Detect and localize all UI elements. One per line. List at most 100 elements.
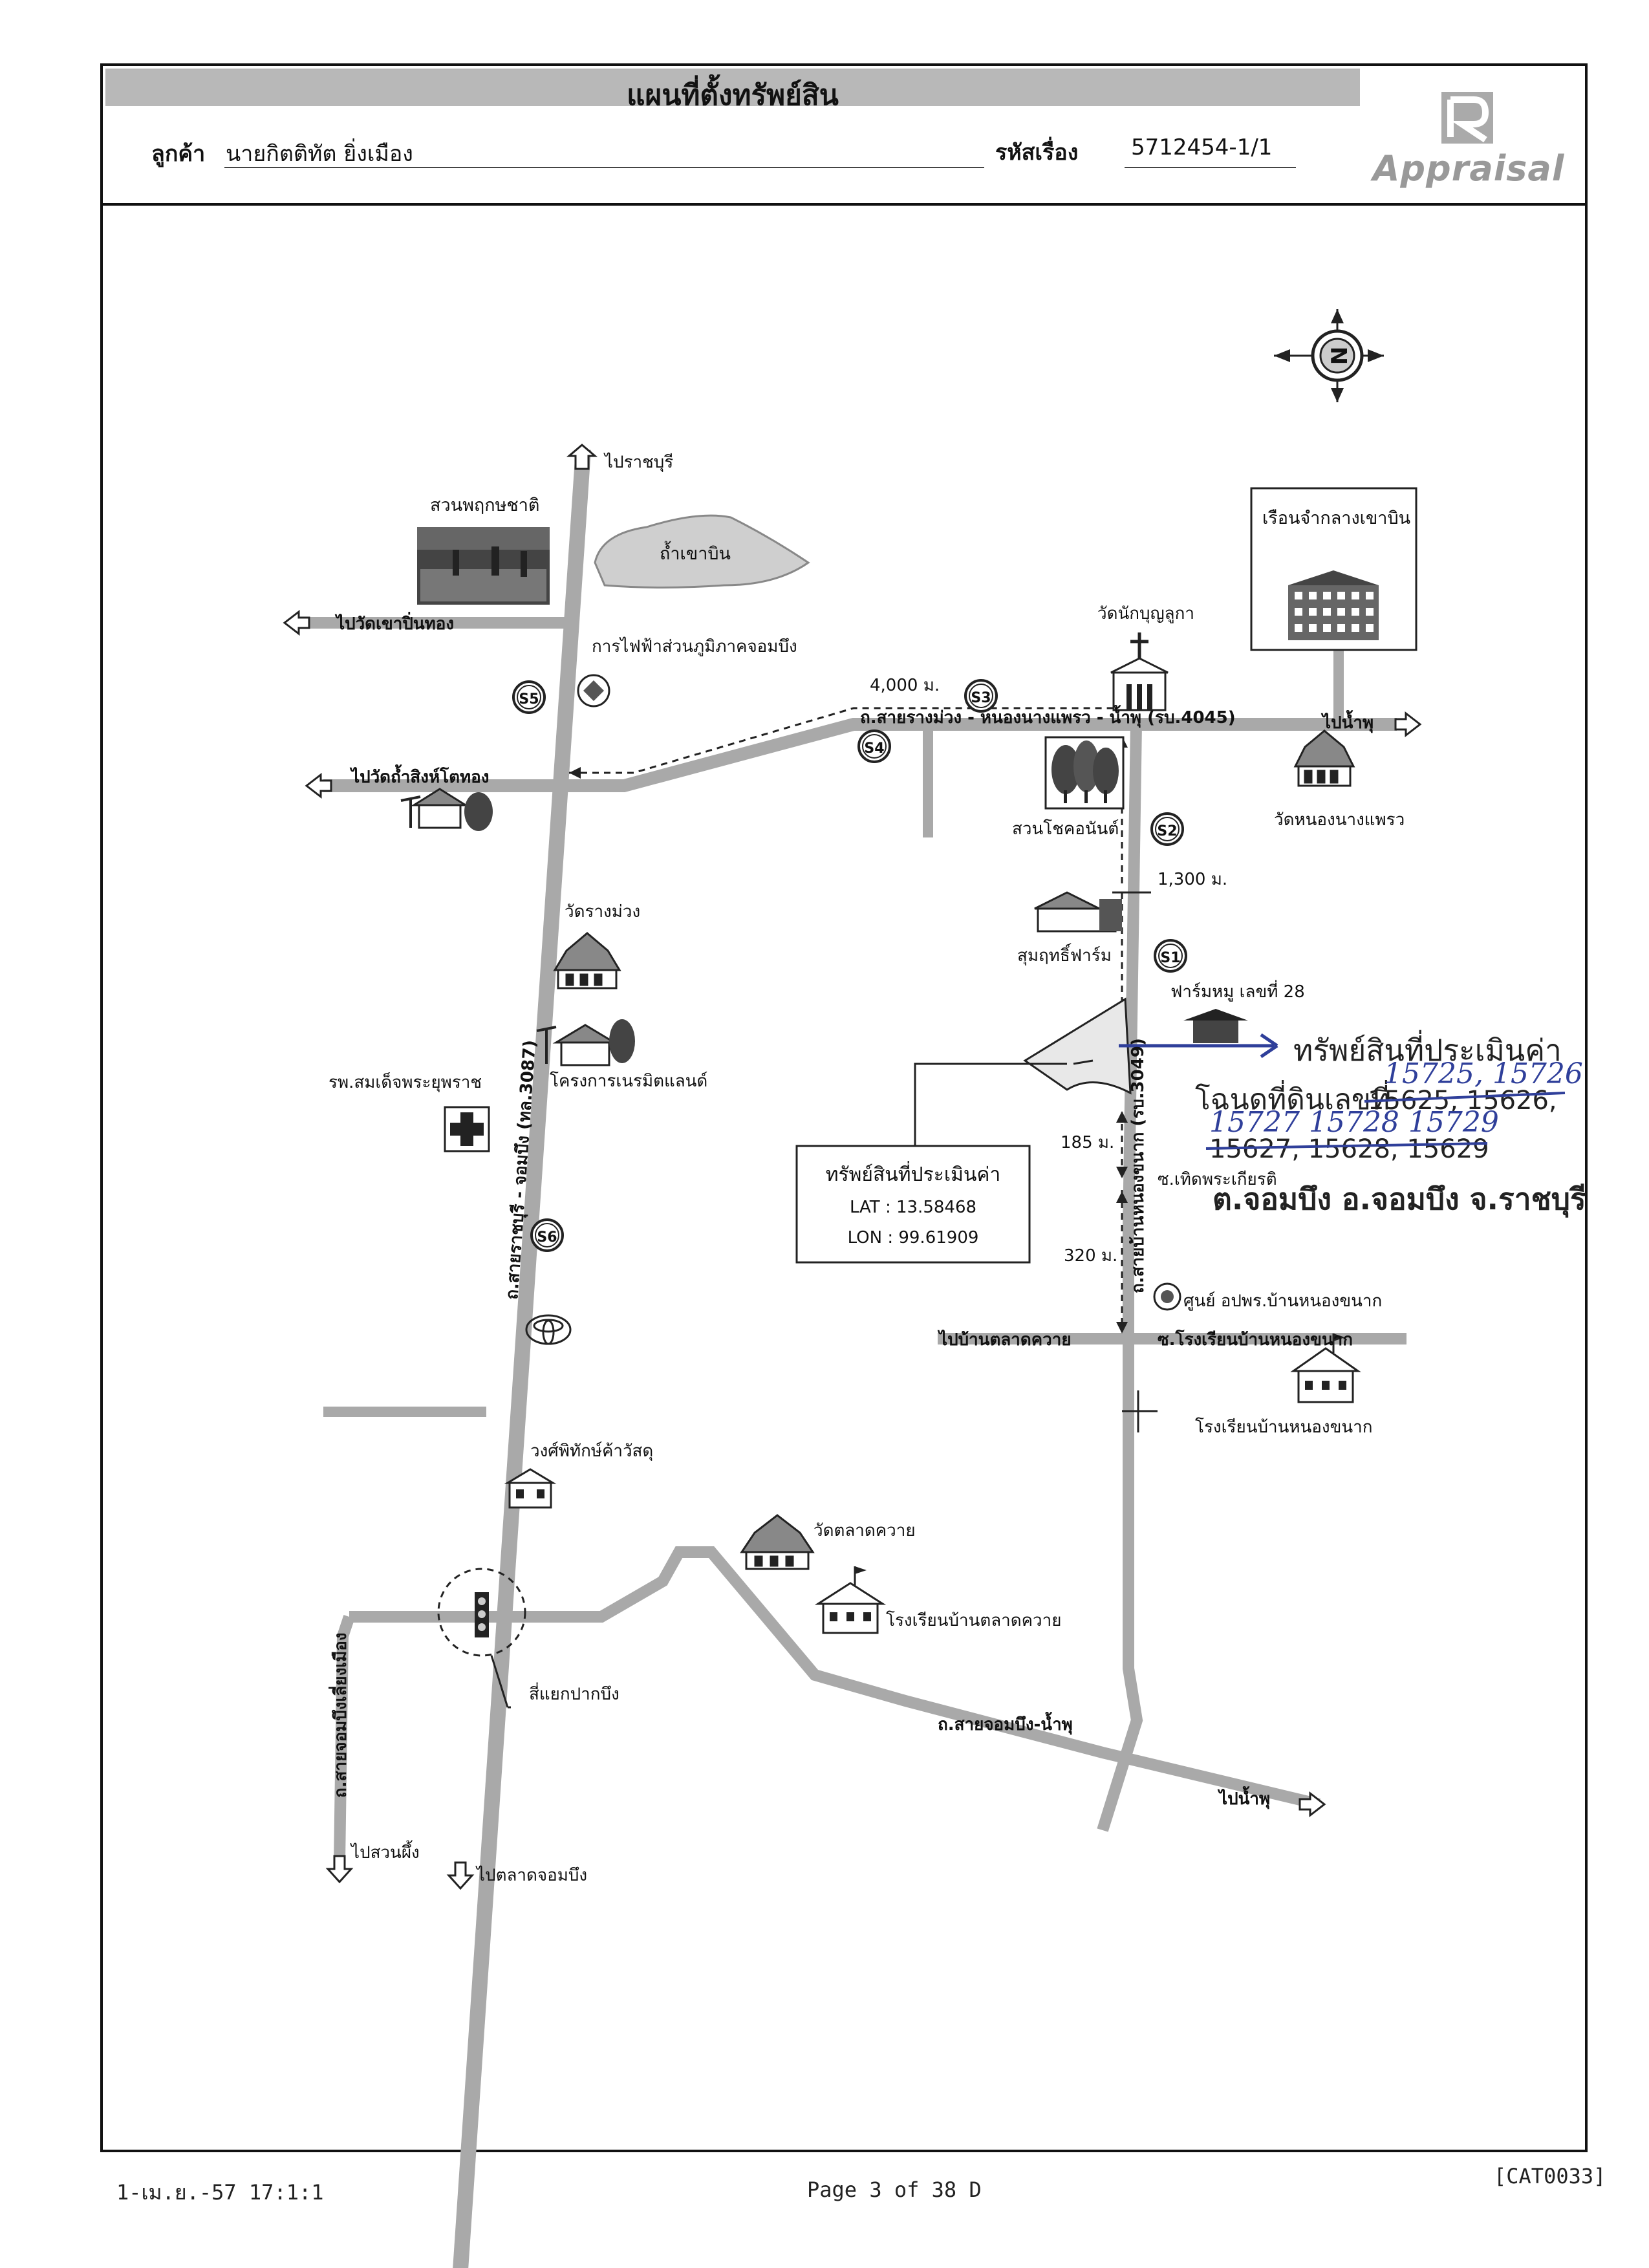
handwritten-deed-1: 15725, 15726	[1384, 1057, 1583, 1090]
label-tham-khao-bin: ถ้ำเขาบิน	[660, 541, 731, 564]
annotation-location: ต.จอมบึง อ.จอมบึง จ.ราชบุรี	[1212, 1182, 1586, 1218]
school-icon	[1290, 1334, 1361, 1403]
annotation-deed-label: โฉนดที่ดินเลขที่	[1195, 1079, 1390, 1116]
pig-farm-icon	[1183, 1009, 1248, 1043]
distance-ticks	[1112, 891, 1158, 1432]
svg-text:S2: S2	[1157, 823, 1177, 839]
property-box-title: ทรัพย์สินที่ประเมินค่า	[826, 1161, 1001, 1186]
arrow-up-icon	[566, 444, 598, 470]
toyota-logo-icon	[525, 1314, 572, 1345]
svg-text:S3: S3	[971, 690, 991, 706]
property-info-box	[795, 1063, 1067, 1264]
title-bar: แผนที่ตั้งทรัพย์สิน	[105, 69, 1360, 112]
road-chom-bueng-kiang	[334, 1615, 355, 1863]
marker-s1: S1	[1154, 939, 1187, 973]
pea-logo-icon	[577, 674, 610, 707]
label-sumrit-farm: สุมฤทธิ์ฟาร์ม	[1017, 943, 1112, 966]
strike-line	[1205, 1142, 1488, 1150]
customer-name: นายกิตติทัต ยิ่งเมือง	[226, 141, 413, 167]
arrow-right-icon	[1299, 1791, 1326, 1818]
cave-khao-bin-shape	[594, 514, 810, 589]
property-box-lon: LON : 99.61909	[848, 1228, 979, 1247]
property-box-lat: LAT : 13.58468	[850, 1198, 976, 1217]
marker-s4: S4	[857, 729, 891, 763]
strike-line	[1364, 1092, 1566, 1103]
road-to-wat-tham-sing-to	[323, 718, 1397, 792]
customer-underline	[224, 167, 984, 168]
label-school-talat-khwai: โรงเรียนบ้านตลาดควาย	[886, 1610, 1062, 1630]
label-to-wat-khao-pin-thong: ไปวัดเขาปิ่นทอง	[334, 611, 454, 634]
resort-icon	[536, 1019, 635, 1066]
appraisal-logo: Appraisal	[1365, 79, 1572, 195]
label-wongsa-store: วงศ์พิทักษ์ค้าวัสดุ	[530, 1442, 653, 1461]
label-to-talat-chom-bueng: ไปตลาดจอมบึง	[475, 1865, 587, 1885]
label-road-chom-bueng-kiang: ถ.สายจอมบึงเลี่ยงเมือง	[328, 1632, 350, 1798]
customer-label: ลูกค้า	[151, 141, 206, 167]
label-soi-poed-phra-kiat: ซ.เทิดพระเกียรติ	[1158, 1170, 1277, 1189]
label-khao-bin-prison: เรือนจำกลางเขาบิน	[1262, 508, 1410, 528]
label-pak-bueng-junction: สี่แยกปากบึง	[529, 1682, 620, 1704]
footer-page: Page 3 of 38 D	[807, 2177, 982, 2202]
label-to-nam-phu-top: ไปน้ำพุ	[1320, 709, 1374, 733]
road-end-arrows	[283, 444, 1422, 1890]
north-compass-icon: N	[1274, 309, 1384, 402]
label-to-ban-talat-khwai: ไปบ้านตลาดควาย	[937, 1329, 1072, 1350]
church-icon	[1110, 632, 1169, 711]
school-icon	[814, 1566, 887, 1634]
main-road-3087	[453, 449, 591, 2268]
label-to-nam-phu-bottom: ไปน้ำพุ	[1217, 1786, 1270, 1809]
svg-text:S1: S1	[1160, 950, 1180, 966]
label-road-4045: ถ.สายรางม่วง - หนองนางแพรว - น้ำพุ (รบ.4…	[860, 704, 1236, 728]
case-underline	[1125, 167, 1296, 168]
label-school-nong-khanak: โรงเรียนบ้านหนองขนาก	[1195, 1417, 1372, 1437]
label-soi-school: ซ.โรงเรียนบ้านหนองขนาก	[1158, 1329, 1353, 1350]
footer-code: [CAT0033]	[1494, 2164, 1606, 2188]
annotation-struck-line-2: 15627, 15628, 15629	[1209, 1134, 1489, 1164]
farm-house-icon	[1034, 891, 1122, 933]
label-distance-1300: 1,300 ม.	[1158, 870, 1227, 889]
temple-icons	[553, 729, 1355, 1570]
tree-park-icon	[1044, 736, 1125, 810]
label-suan-chok-anan: สวนโชคอนันต์	[1012, 819, 1119, 839]
arrow-left-icon	[283, 609, 310, 636]
svg-text:N: N	[1327, 347, 1353, 365]
temple-icon	[553, 932, 621, 989]
arrow-down-icon	[446, 1861, 475, 1890]
label-hospital: รพ.สมเด็จพระยุพราช	[329, 1072, 482, 1092]
resort-icon	[400, 788, 493, 831]
arrow-right-icon	[1394, 711, 1422, 738]
opor-emblem-icon	[1153, 1282, 1181, 1311]
label-botanical-garden: สวนพฤกษชาติ	[430, 495, 539, 515]
prison-box	[1250, 487, 1417, 651]
svg-text:S5: S5	[519, 691, 539, 707]
label-to-wat-tham-sing-to: ไปวัดถ้ำสิงห์โตทอง	[349, 764, 489, 787]
label-wat-nak-bunluka: วัดนักบุญลูกา	[1097, 604, 1194, 623]
document-frame: แผนที่ตั้งทรัพย์สิน ลูกค้า นายกิตติทัต ย…	[100, 63, 1588, 2152]
label-pea-office: การไฟฟ้าส่วนภูมิภาคจอมบึง	[592, 636, 797, 656]
handwritten-deed-2: 15727 15728 15729	[1209, 1106, 1499, 1139]
logo-text: Appraisal	[1372, 148, 1565, 189]
label-pig-farm: ฟาร์มหมู เลขที่ 28	[1170, 980, 1305, 1002]
temple-icon	[740, 1514, 815, 1570]
label-nernamit-land: โครงการเนรมิตแลนด์	[550, 1071, 707, 1091]
label-wat-nong-nang-phraeo: วัดหนองนางแพรว	[1274, 810, 1405, 830]
label-distance-4000: 4,000 ม.	[870, 676, 940, 695]
svg-text:S4: S4	[864, 740, 884, 757]
marker-s3: S3	[964, 679, 998, 713]
label-to-ratchaburi: ไปราชบุรี	[603, 452, 673, 472]
hospital-icon	[444, 1106, 490, 1152]
route-markers: S5 S3 S4 S2 S1 S6	[512, 679, 1187, 1252]
road-chom-bueng-nam-phu	[349, 1546, 1321, 1810]
marker-s6: S6	[530, 1218, 564, 1252]
botanical-garden-photo	[417, 527, 550, 605]
label-to-suan-phueng: ไปสวนผึ้ง	[350, 1840, 420, 1863]
label-opor-center: ศูนย์ อปพร.บ้านหนองขนาก	[1183, 1291, 1382, 1311]
label-side-road: ถ.สายบ้านหนองขนาก (รบ.3049)	[1128, 1038, 1148, 1293]
page-title: แผนที่ตั้งทรัพย์สิน	[627, 79, 839, 112]
label-road-chom-bueng-nam-phu: ถ.สายจอมบึง-น้ำพุ	[938, 1711, 1073, 1735]
marker-s5: S5	[512, 680, 546, 714]
property-pointer	[1073, 1059, 1094, 1065]
marker-s2: S2	[1150, 812, 1184, 846]
arrow-down-icon	[325, 1855, 354, 1884]
